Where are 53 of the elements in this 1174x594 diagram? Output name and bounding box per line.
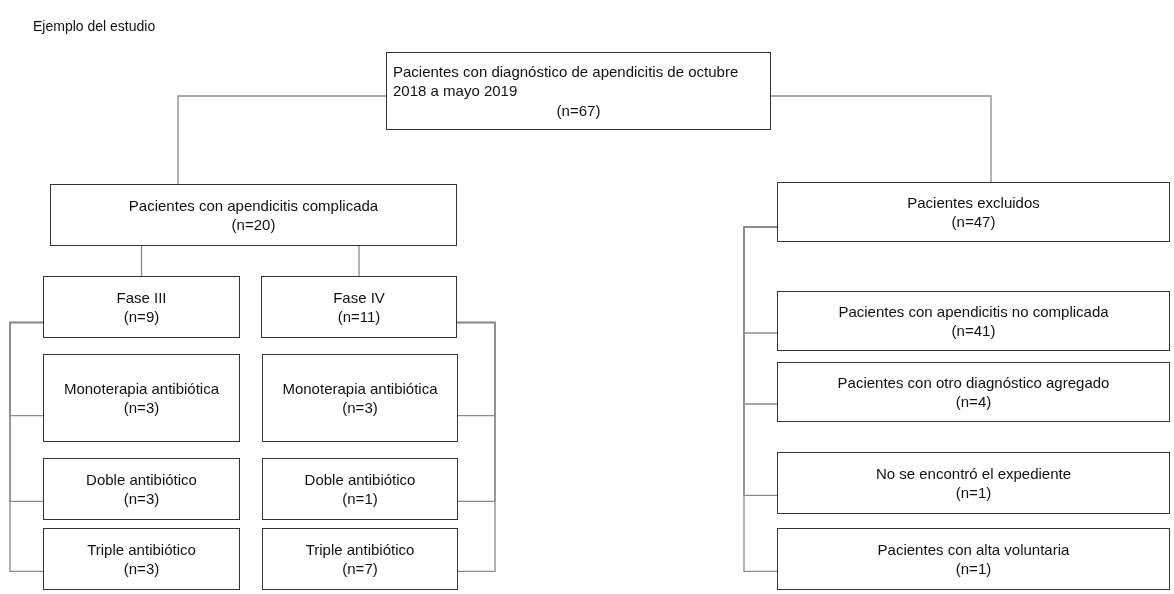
box-label: Monoterapia antibiótica — [282, 378, 438, 398]
count-label: (n=20) — [231, 215, 276, 235]
box-label: Doble antibiótico — [86, 469, 197, 489]
count-label: (n=9) — [123, 307, 160, 327]
count-label: (n=3) — [123, 489, 160, 509]
process-box — [43, 528, 240, 590]
process-box — [262, 458, 458, 520]
connector-line — [358, 245, 360, 277]
count-label: (n=1) — [955, 559, 992, 579]
box-label: No se encontró el expediente — [875, 463, 1072, 483]
count-label: (n=47) — [951, 212, 996, 232]
box-label: Pacientes con alta voluntaria — [877, 539, 1070, 559]
connector-line — [456, 321, 496, 573]
process-box — [50, 184, 457, 246]
box-label: Pacientes excluidos — [907, 192, 1040, 212]
diagram-title: Ejemplo del estudio — [33, 18, 156, 34]
process-box — [777, 528, 1170, 590]
count-label: (n=4) — [955, 392, 992, 412]
process-box — [262, 354, 458, 442]
box-label: Triple antibiótico — [87, 539, 196, 559]
process-box — [261, 276, 457, 338]
box-label: Pacientes con apendicitis complicada — [128, 195, 379, 215]
count-label: (n=67) — [555, 100, 602, 121]
connector-line — [743, 226, 778, 573]
connector-line — [140, 245, 143, 277]
box-label: Fase III — [116, 287, 167, 307]
connector-line — [770, 95, 992, 183]
process-box — [43, 354, 240, 442]
process-box — [262, 528, 458, 590]
count-label: (n=1) — [955, 483, 992, 503]
count-label: (n=41) — [951, 321, 996, 341]
box-label: Doble antibiótico — [304, 469, 416, 489]
count-label: (n=3) — [123, 559, 160, 579]
box-label: Pacientes con otro diagnóstico agregado — [837, 372, 1110, 392]
process-box — [43, 458, 240, 520]
process-box — [386, 52, 771, 130]
box-label: Pacientes con apendicitis no complicada — [838, 301, 1109, 321]
count-label: (n=11) — [337, 307, 381, 327]
process-box — [777, 362, 1170, 422]
process-box — [43, 276, 240, 338]
count-label: (n=1) — [342, 489, 378, 509]
count-label: (n=7) — [342, 559, 378, 579]
count-label: (n=3) — [123, 398, 160, 418]
process-box — [777, 182, 1170, 242]
box-label: Triple antibiótico — [305, 539, 415, 559]
process-box — [777, 291, 1170, 351]
box-label: Monoterapia antibiótica — [63, 378, 220, 398]
process-box — [777, 452, 1170, 514]
count-label: (n=3) — [342, 398, 378, 418]
box-label: Pacientes con diagnóstico de apendicitis de octubre 2018 a mayo 2019 — [393, 61, 740, 101]
box-label: Fase IV — [333, 287, 385, 307]
connector-line — [177, 95, 387, 185]
connector-line — [9, 321, 44, 573]
